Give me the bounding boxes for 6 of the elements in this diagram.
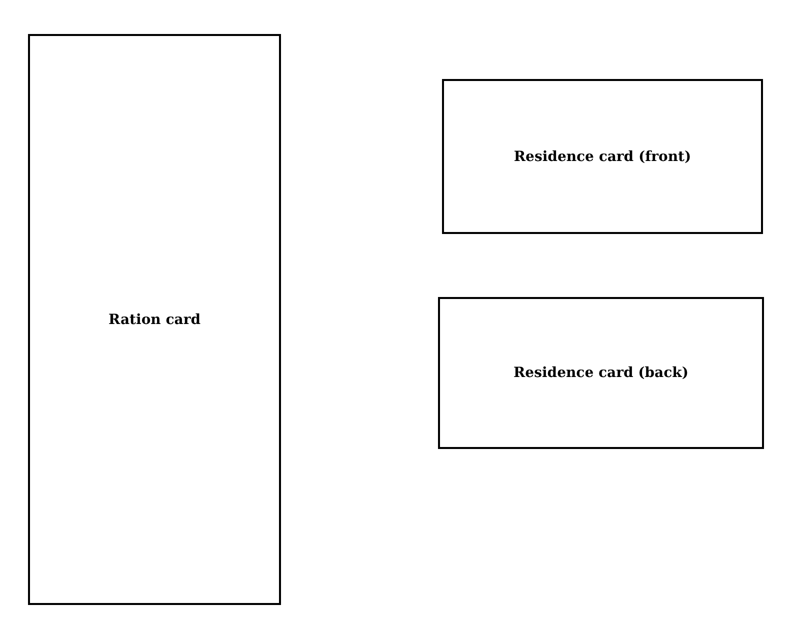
card-label: Residence card (front) [514, 148, 692, 164]
card-label: Residence card (back) [514, 365, 688, 381]
card-label: Ration card [108, 312, 200, 328]
card-box [28, 34, 281, 605]
card-box [438, 297, 764, 449]
card-box [442, 79, 763, 234]
